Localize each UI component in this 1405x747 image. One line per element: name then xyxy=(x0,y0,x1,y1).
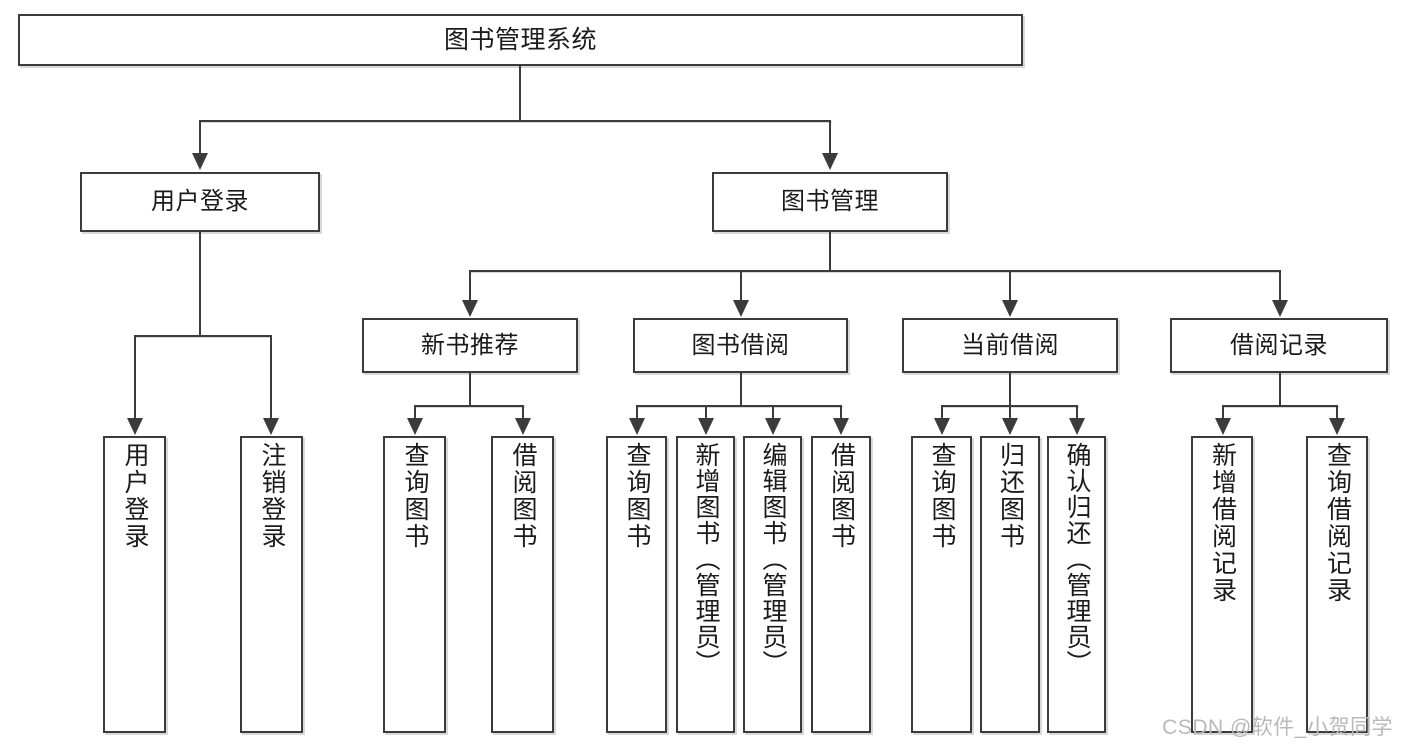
connector-book-borrow-stem xyxy=(740,373,742,407)
connector-to-current-borrow xyxy=(1009,270,1011,302)
node-borrow-records[interactable]: 借阅记录 xyxy=(1170,318,1388,373)
node-label: 查询借阅记录 xyxy=(1323,442,1352,604)
arrowhead-borrow-records-leaf1 xyxy=(1215,418,1231,435)
arrowhead-current-borrow-leaf1 xyxy=(934,418,950,435)
arrowhead-to-new-book xyxy=(462,300,478,317)
node-label: 用户登录 xyxy=(151,188,249,216)
connector-to-book-manage xyxy=(829,120,831,155)
connector-to-borrow-records xyxy=(1279,270,1281,302)
connector-borrow-records-leaf2 xyxy=(1336,405,1338,421)
connector-book-borrow-bar xyxy=(636,405,842,407)
leaf-current-borrow-return[interactable]: 归还图书 xyxy=(980,436,1040,733)
arrowhead-book-borrow-leaf4 xyxy=(833,418,849,435)
node-book-borrow[interactable]: 图书借阅 xyxy=(633,318,848,373)
leaf-user-login-login[interactable]: 用户登录 xyxy=(103,436,166,733)
arrowhead-user-login-leaf1 xyxy=(127,418,143,435)
node-label: 归还图书 xyxy=(996,442,1025,550)
node-user-login[interactable]: 用户登录 xyxy=(80,172,320,232)
connector-new-book-bar xyxy=(414,405,524,407)
node-label: 新增借阅记录 xyxy=(1208,442,1237,604)
connector-new-book-leaf1 xyxy=(414,405,416,421)
connector-to-user-login xyxy=(199,120,201,155)
node-label: 当前借阅 xyxy=(961,331,1059,359)
arrowhead-current-borrow-leaf2 xyxy=(1002,418,1018,435)
arrowhead-to-current-borrow xyxy=(1002,300,1018,317)
connector-borrow-records-stem xyxy=(1279,373,1281,407)
connector-current-borrow-leaf2 xyxy=(1009,405,1011,421)
node-current-borrow[interactable]: 当前借阅 xyxy=(902,318,1118,373)
arrowhead-current-borrow-leaf3 xyxy=(1069,418,1085,435)
connector-root-stem xyxy=(519,66,521,121)
connector-current-borrow-stem xyxy=(1009,373,1011,407)
node-label: 用户登录 xyxy=(121,442,149,550)
leaf-book-borrow-query[interactable]: 查询图书 xyxy=(606,436,667,733)
connector-new-book-leaf2 xyxy=(522,405,524,421)
node-label: 编辑图书（管理员） xyxy=(759,442,787,676)
connector-user-login-leaf2 xyxy=(270,335,272,420)
arrowhead-book-borrow-leaf3 xyxy=(765,418,781,435)
node-label: 借阅图书 xyxy=(827,442,856,550)
leaf-book-borrow-edit[interactable]: 编辑图书（管理员） xyxy=(743,436,802,733)
leaf-book-borrow-add[interactable]: 新增图书（管理员） xyxy=(676,436,735,733)
connector-new-book-stem xyxy=(469,373,471,407)
node-label: 查询图书 xyxy=(623,442,651,550)
leaf-current-borrow-confirm-return[interactable]: 确认归还（管理员） xyxy=(1047,436,1106,733)
connector-borrow-records-bar xyxy=(1222,405,1338,407)
node-label: 新增图书（管理员） xyxy=(692,442,720,676)
node-label: 查询图书 xyxy=(928,442,956,550)
arrowhead-to-book-borrow xyxy=(733,300,749,317)
connector-book-manage-stem xyxy=(829,232,831,272)
arrowhead-new-book-leaf2 xyxy=(515,418,531,435)
arrowhead-book-borrow-leaf1 xyxy=(629,418,645,435)
connector-level3-bar xyxy=(469,270,1280,272)
connector-level2-bar xyxy=(199,120,831,122)
arrowhead-to-borrow-records xyxy=(1272,300,1288,317)
leaf-new-book-query[interactable]: 查询图书 xyxy=(383,436,446,733)
node-root-system[interactable]: 图书管理系统 xyxy=(18,14,1023,66)
arrowhead-to-book-manage xyxy=(822,153,838,170)
connector-book-borrow-leaf1 xyxy=(636,405,638,421)
connector-borrow-records-leaf1 xyxy=(1222,405,1224,421)
node-label: 借阅图书 xyxy=(509,442,537,550)
connector-user-login-bar xyxy=(134,335,271,337)
connector-user-login-stem xyxy=(199,232,201,337)
connector-to-new-book xyxy=(469,270,471,302)
arrowhead-borrow-records-leaf2 xyxy=(1329,418,1345,435)
connector-book-borrow-leaf3 xyxy=(772,405,774,421)
node-label: 图书管理系统 xyxy=(443,25,597,54)
arrowhead-user-login-leaf2 xyxy=(263,418,279,435)
node-label: 注销登录 xyxy=(258,442,286,550)
connector-book-borrow-leaf4 xyxy=(840,405,842,421)
node-label: 借阅记录 xyxy=(1230,331,1328,359)
node-label: 确认归还（管理员） xyxy=(1063,442,1091,676)
connector-book-borrow-leaf2 xyxy=(705,405,707,421)
leaf-borrow-records-add[interactable]: 新增借阅记录 xyxy=(1191,436,1253,733)
leaf-user-login-logout[interactable]: 注销登录 xyxy=(240,436,303,733)
leaf-borrow-records-query[interactable]: 查询借阅记录 xyxy=(1306,436,1368,733)
connector-current-borrow-leaf1 xyxy=(941,405,943,421)
leaf-new-book-borrow[interactable]: 借阅图书 xyxy=(491,436,554,733)
connector-to-book-borrow xyxy=(740,270,742,302)
node-label: 图书借阅 xyxy=(691,331,790,359)
node-new-book-recommend[interactable]: 新书推荐 xyxy=(362,318,578,373)
node-label: 新书推荐 xyxy=(421,331,519,359)
arrowhead-book-borrow-leaf2 xyxy=(698,418,714,435)
leaf-book-borrow-borrow[interactable]: 借阅图书 xyxy=(811,436,871,733)
connector-current-borrow-leaf3 xyxy=(1076,405,1078,421)
leaf-current-borrow-query[interactable]: 查询图书 xyxy=(911,436,972,733)
node-label: 查询图书 xyxy=(401,442,429,550)
node-book-management[interactable]: 图书管理 xyxy=(712,172,948,232)
node-label: 图书管理 xyxy=(781,188,879,216)
arrowhead-new-book-leaf1 xyxy=(407,418,423,435)
arrowhead-to-user-login xyxy=(192,153,208,170)
connector-user-login-leaf1 xyxy=(134,335,136,420)
